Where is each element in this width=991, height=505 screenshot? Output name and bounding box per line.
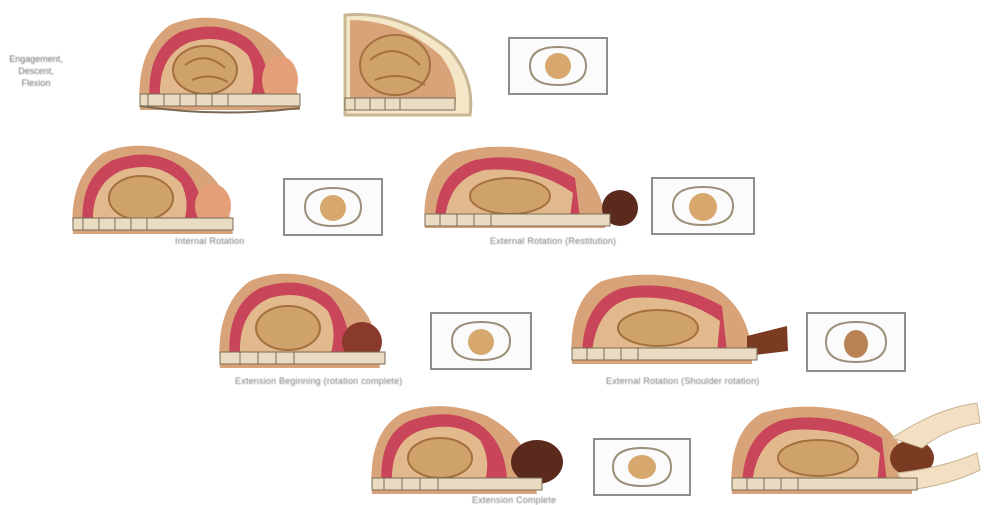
engagement-descent-flexion-label: Engagement, Descent, Flexion <box>3 53 69 89</box>
internal-rotation-illustration <box>63 138 243 242</box>
extension-beginning-illustration <box>210 266 400 376</box>
internal-rotation-caption: Internal Rotation <box>175 236 244 246</box>
extension-beginning-caption: Extension Beginning (rotation complete) <box>235 376 402 386</box>
pelvic-view-inset-shoulder-rotation <box>806 312 906 372</box>
pelvic-view-inset-extension-complete <box>593 438 691 496</box>
delivery-with-hands-illustration <box>722 398 984 502</box>
pelvic-view-inset-restitution <box>651 177 755 235</box>
engagement-illustration <box>130 10 310 118</box>
pelvic-view-inset-internal-rotation <box>283 178 383 236</box>
pelvic-view-inset-engagement <box>508 37 608 95</box>
shoulder-rotation-caption: External Rotation (Shoulder rotation) <box>606 376 759 386</box>
restitution-caption: External Rotation (Restitution) <box>490 236 616 246</box>
descent-illustration <box>340 10 480 120</box>
shoulder-rotation-illustration <box>562 266 792 372</box>
extension-complete-illustration <box>362 398 572 502</box>
pelvic-view-inset-extension-beginning <box>430 312 532 370</box>
restitution-illustration <box>415 138 645 236</box>
